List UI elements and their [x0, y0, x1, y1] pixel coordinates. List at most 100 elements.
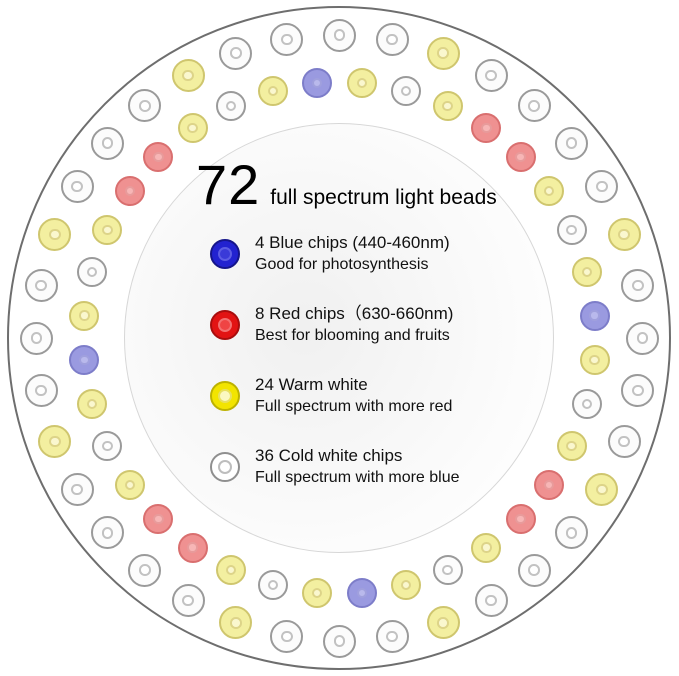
legend-item-warm-white: 24 Warm white Full spectrum with more re…: [210, 374, 516, 418]
bead-red: [114, 176, 145, 207]
bead-red: [143, 504, 174, 535]
bead-warm: [171, 59, 205, 93]
bead-dot: [596, 180, 608, 193]
bead-blue: [69, 345, 100, 376]
bead-dot: [79, 355, 90, 366]
bead-cold: [390, 75, 421, 106]
bead-dot: [356, 587, 367, 599]
bead-dot: [386, 33, 398, 46]
bead-dot: [333, 29, 346, 41]
warm-white-chip-icon: [210, 381, 240, 411]
bead-dot: [87, 399, 98, 410]
bead-dot: [515, 151, 526, 163]
bead-cold: [323, 18, 356, 52]
bead-cold: [60, 170, 94, 203]
bead-dot: [48, 435, 61, 448]
bead-cold: [556, 214, 587, 245]
bead-dot: [187, 542, 198, 553]
bead-dot: [481, 123, 492, 134]
legend-warm-line1: 24 Warm white: [255, 375, 368, 394]
bead-dot: [356, 77, 367, 89]
bead-blue: [302, 67, 333, 98]
bead-cold: [626, 321, 659, 355]
bead-warm: [579, 345, 610, 376]
center-content: 72 full spectrum light beads 4 Blue chip…: [196, 156, 516, 516]
bead-cold: [555, 126, 589, 160]
bead-cold: [171, 583, 205, 617]
legend-cold-line1: 36 Cold white chips: [255, 446, 403, 465]
bead-dot: [566, 224, 577, 235]
bead-dot: [311, 587, 323, 599]
bead-dot: [589, 310, 600, 321]
bead-cold: [20, 321, 53, 355]
legend-list: 4 Blue chips (440-460nm) Good for photos…: [196, 232, 516, 489]
cold-white-chip-dot: [218, 460, 232, 474]
bead-dot: [565, 526, 578, 539]
bead-dot: [632, 384, 644, 397]
bead-dot: [515, 513, 526, 525]
bead-blue: [579, 300, 610, 331]
bead-cold: [60, 473, 94, 506]
bead-dot: [596, 483, 608, 496]
bead-warm: [471, 532, 502, 563]
total-bead-count: 72: [196, 153, 261, 216]
bead-cold: [607, 425, 641, 459]
bead-warm: [571, 256, 602, 287]
bead-dot: [442, 564, 453, 576]
bead-cold: [517, 553, 551, 587]
bead-cold: [258, 570, 289, 601]
bead-dot: [182, 594, 194, 607]
bead-cold: [621, 374, 655, 408]
bead-dot: [153, 151, 164, 163]
bead-cold: [90, 126, 124, 160]
bead-dot: [485, 594, 497, 607]
bead-cold: [571, 389, 602, 420]
bead-warm: [38, 217, 72, 251]
bead-dot: [528, 564, 541, 576]
legend-text-blue: 4 Blue chips (440-460nm) Good for photos…: [255, 232, 450, 276]
bead-dot: [124, 185, 135, 197]
bead-dot: [481, 542, 492, 553]
bead-warm: [69, 300, 100, 331]
bead-dot: [311, 77, 323, 89]
bead-cold: [216, 90, 247, 121]
bead-warm: [38, 425, 72, 459]
bead-red: [505, 141, 536, 172]
title-text: full spectrum light beads: [270, 186, 497, 209]
bead-dot: [528, 100, 541, 112]
bead-dot: [281, 630, 293, 643]
legend-text-warm-white: 24 Warm white Full spectrum with more re…: [255, 374, 452, 418]
bead-dot: [581, 399, 592, 410]
bead-dot: [400, 580, 411, 591]
bead-dot: [618, 435, 631, 448]
blue-chip-icon: [210, 239, 240, 269]
bead-dot: [124, 479, 135, 491]
bead-dot: [268, 85, 279, 96]
bead-dot: [565, 137, 578, 150]
legend-red-line2: Best for blooming and fruits: [255, 327, 450, 344]
bead-cold: [432, 555, 463, 585]
bead-warm: [92, 214, 123, 245]
legend-item-red: 8 Red chips（630-660nm) Best for blooming…: [210, 303, 516, 347]
bead-dot: [485, 69, 497, 82]
bead-dot: [437, 616, 449, 629]
bead-cold: [219, 36, 253, 70]
bead-dot: [566, 440, 577, 452]
bead-dot: [79, 310, 90, 321]
bead-warm: [426, 606, 460, 640]
bead-red: [177, 532, 208, 563]
bead-warm: [216, 555, 247, 585]
center-area: [124, 123, 554, 553]
title-row: 72 full spectrum light beads: [196, 156, 516, 214]
blue-chip-dot: [218, 247, 232, 261]
bead-warm: [219, 606, 253, 640]
bead-dot: [87, 266, 98, 277]
bead-dot: [226, 100, 237, 112]
bead-cold: [270, 619, 304, 653]
bead-dot: [35, 279, 47, 292]
bead-dot: [268, 580, 279, 591]
bead-red: [505, 504, 536, 535]
bead-dot: [230, 47, 242, 60]
bead-dot: [182, 69, 194, 82]
